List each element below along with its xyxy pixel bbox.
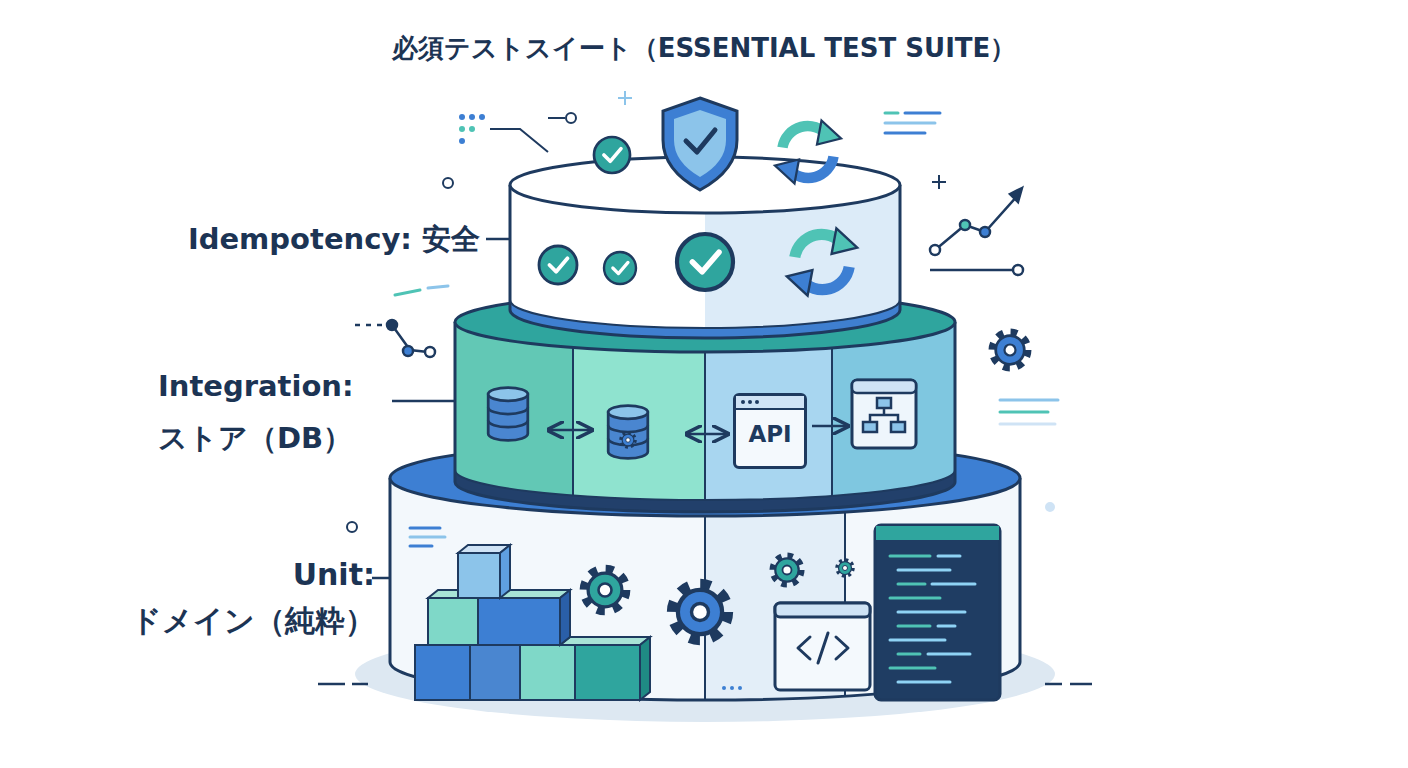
base-line [1070, 683, 1092, 686]
leader-line [486, 238, 512, 241]
tier-shape [505, 150, 905, 345]
decor-lines [395, 290, 420, 295]
decor-dots [469, 126, 475, 132]
tier-divider [831, 348, 833, 496]
decor-nodes [387, 320, 397, 330]
decor-dots [459, 126, 465, 132]
background-decoration [992, 332, 1027, 367]
decor-lines [1000, 411, 1048, 414]
decor-lines [885, 122, 935, 125]
decor-lines [905, 112, 940, 115]
decor-graph [935, 195, 1018, 250]
decor-nodes [366, 324, 371, 327]
decor-lines [1000, 423, 1055, 426]
tier-outline [390, 478, 1020, 700]
tier-divider [844, 512, 846, 696]
tier-label: Unit: ドメイン（純粋） [80, 552, 375, 644]
decor-lines [1046, 503, 1054, 511]
tier-divider [704, 516, 706, 700]
tier-divider [704, 352, 706, 500]
decor-lines [618, 97, 632, 99]
api-box: API [733, 393, 807, 469]
decor-dots [459, 114, 485, 144]
decor-nodes [392, 325, 428, 352]
decor-graph [960, 220, 970, 230]
decor-lines [932, 181, 946, 183]
base-line [318, 683, 345, 686]
decor-graph [930, 245, 940, 255]
tier-divider [572, 347, 574, 495]
tier-top [455, 292, 955, 352]
tier-edge [510, 300, 900, 328]
decor-graph [930, 188, 1023, 275]
decor-lines [566, 113, 576, 123]
decor-graph [1013, 265, 1023, 275]
decor-graph [1010, 188, 1022, 202]
decor-nodes [403, 346, 413, 356]
tier-label: Integration: ストア（DB） [158, 360, 418, 464]
tier-label: Idempotency: 安全 [95, 219, 480, 259]
decor-dots [469, 114, 475, 120]
decor-lines [885, 132, 925, 135]
base-line [1045, 683, 1062, 686]
decor-dots [459, 138, 465, 144]
decor-lines [490, 129, 548, 152]
decor-dots [459, 114, 465, 120]
decor-lines [443, 178, 453, 188]
decor-lines [938, 175, 940, 189]
diagram-title: 必須テストスイート（ESSENTIAL TEST SUITE） [0, 30, 1408, 66]
decor-nodes [355, 324, 360, 327]
tier-top [390, 440, 1020, 516]
decor-graph [930, 269, 1012, 272]
decor-nodes [425, 347, 435, 357]
leader-line [392, 400, 456, 403]
decor-graph [980, 227, 990, 237]
decor-lines [885, 112, 898, 115]
decor-nodes [377, 324, 382, 327]
base-line [352, 683, 368, 686]
decor-lines [428, 286, 448, 288]
tier-section [455, 322, 573, 495]
decor-lines [548, 117, 565, 119]
tier-section [832, 322, 955, 496]
api-label: API [733, 417, 807, 451]
idempotency-tier: Idempotency: 安全 [505, 150, 905, 345]
decor-lines [347, 522, 357, 532]
shield-icon [686, 130, 715, 152]
decor-lines [347, 91, 1054, 574]
tier-top [510, 157, 900, 213]
decor-dots [479, 114, 485, 120]
tier-body [390, 478, 1020, 700]
decor-lines [1000, 399, 1058, 402]
decor-lines [624, 91, 626, 105]
decor-nodes [355, 320, 435, 357]
